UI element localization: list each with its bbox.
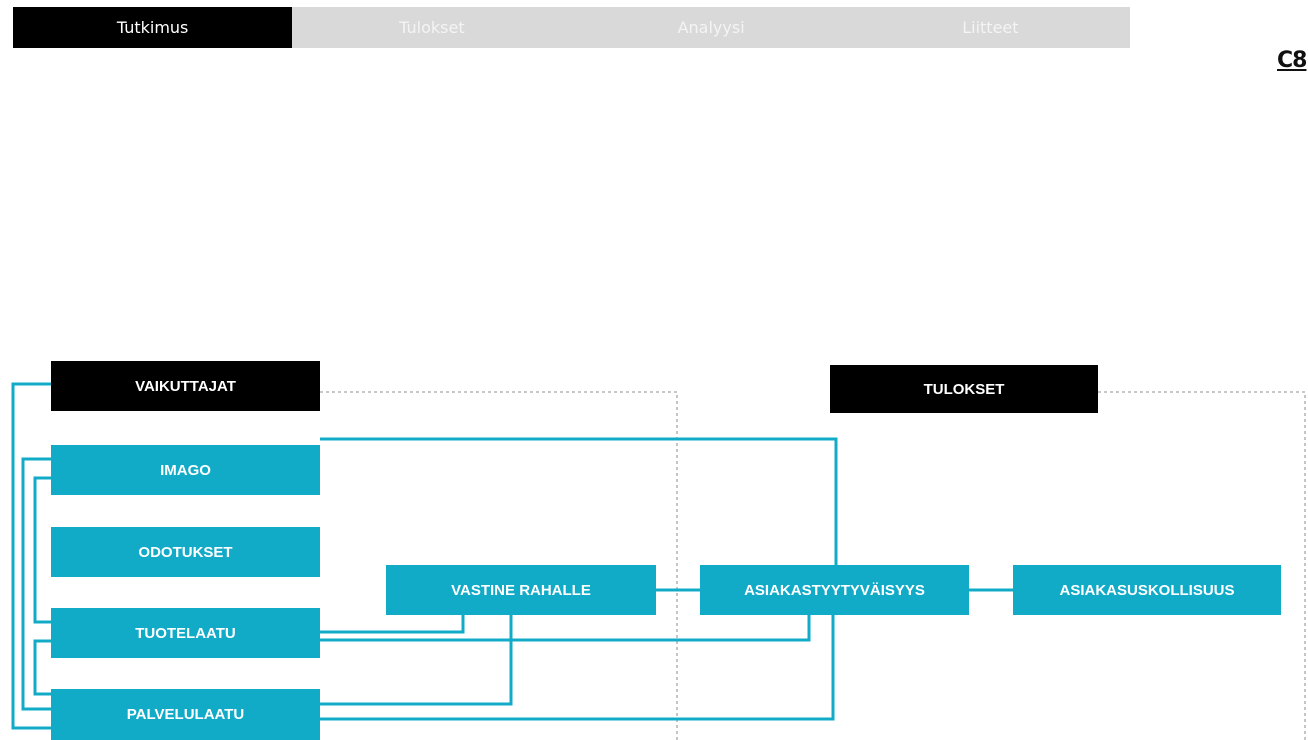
connector-imago-satisfaction [320,437,838,565]
tab-analyysi[interactable]: Analyysi [677,18,745,37]
tab-tutkimus[interactable]: Tutkimus [13,7,293,48]
tab-liitteet[interactable]: Liitteet [962,18,1019,37]
connector-tuotelaatu-value [320,615,465,634]
accent-connectors [11,382,1013,730]
bracket-imago-to-palvelulaatu [21,457,51,711]
dashed-outlines [320,391,1306,740]
node-asiakasuskollisuus: ASIAKASUSKOLLISUUS [1013,565,1281,615]
connector-palvelulaatu-value [320,615,513,706]
drivers-dashed-outline [320,391,678,740]
tab-bar: Tutkimus Tulokset Analyysi Liitteet [13,7,1130,48]
brand-logo: C8 [1277,48,1307,73]
factor-palvelulaatu: PALVELULAATU [51,689,320,740]
factor-odotukset: ODOTUKSET [51,527,320,577]
bracket-imago-to-tuotelaatu [33,476,51,624]
factor-tuotelaatu: TUOTELAATU [51,608,320,658]
bracket-tuotelaatu-to-palvelulaatu [33,639,51,696]
results-dashed-outline [1098,391,1306,740]
drivers-heading: VAIKUTTAJAT [51,361,320,411]
node-asiakastyytyvaisyys: ASIAKASTYYTYVÄISYYS [700,565,969,615]
connector-palvelulaatu-satisfaction [320,615,835,721]
results-heading: TULOKSET [830,365,1098,413]
node-vastine-rahalle: VASTINE RAHALLE [386,565,656,615]
bracket-heading-to-palvelulaatu [11,382,51,730]
tab-tulokset[interactable]: Tulokset [399,18,465,37]
factor-imago: IMAGO [51,445,320,495]
connector-tuotelaatu-satisfaction [320,615,811,642]
